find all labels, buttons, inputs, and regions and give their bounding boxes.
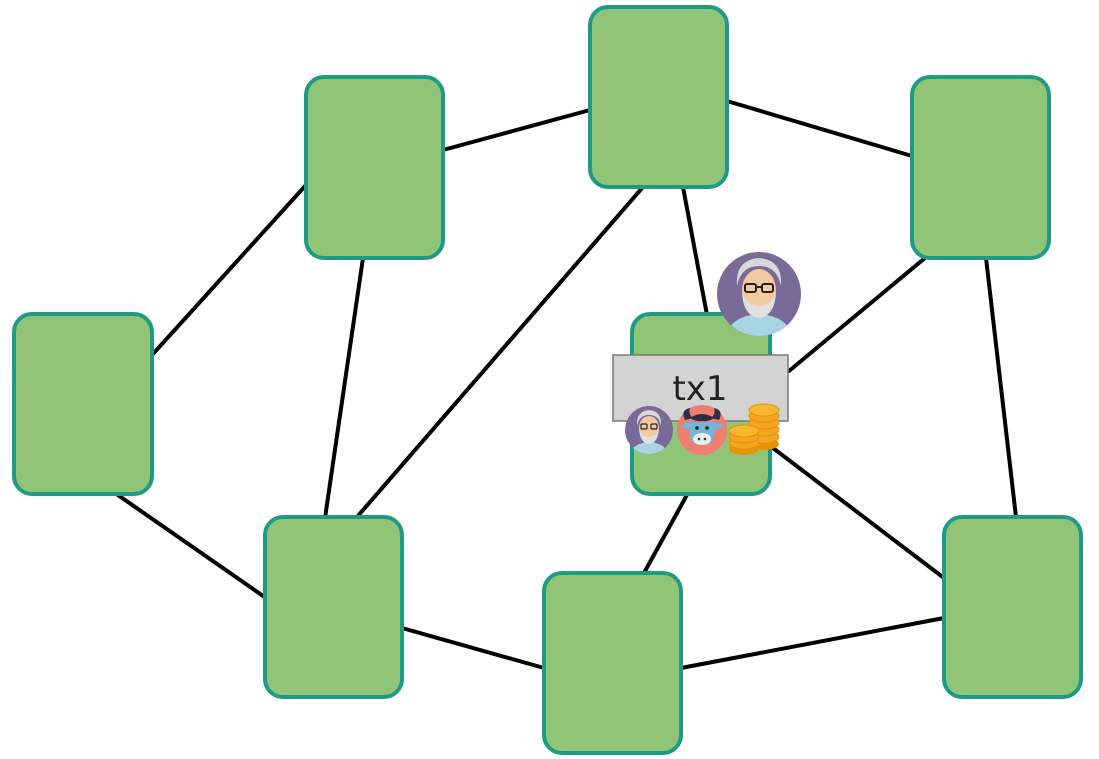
edges [113, 99, 1018, 670]
coin-stacks-icon [728, 403, 780, 455]
transaction-label: tx1 [672, 369, 727, 409]
edge-topleft-topcenter [441, 108, 592, 152]
bull-token-icon [677, 405, 727, 455]
edge-topcenter-topright [725, 99, 914, 158]
node-bottom-right[interactable] [942, 515, 1083, 699]
coin-stack-short [728, 424, 760, 455]
edge-centertx-bottomcenter [642, 491, 690, 575]
edge-topcenter-bottomleft [355, 185, 645, 519]
edge-topright-bottomright [984, 256, 1018, 519]
node-top-left[interactable] [304, 75, 445, 260]
edge-topleft-bottomleft [323, 256, 365, 520]
coin-stack-tall [748, 403, 780, 450]
edge-centertx-bottomright [767, 443, 946, 580]
node-left[interactable] [12, 312, 154, 496]
node-top-center[interactable] [588, 5, 729, 189]
nodes [12, 5, 1083, 755]
edge-topright-centertx [787, 256, 927, 373]
node-bottom-center[interactable] [542, 571, 683, 755]
node-top-right[interactable] [910, 75, 1051, 260]
edge-topcenter-centertx [681, 185, 709, 317]
edge-bottomcenter-bottomright [679, 616, 946, 670]
edge-left-topleft [150, 183, 308, 357]
edge-left-bottomleft [113, 491, 268, 600]
edge-bottomleft-bottomcenter [400, 626, 546, 670]
node-bottom-left[interactable] [263, 515, 404, 699]
